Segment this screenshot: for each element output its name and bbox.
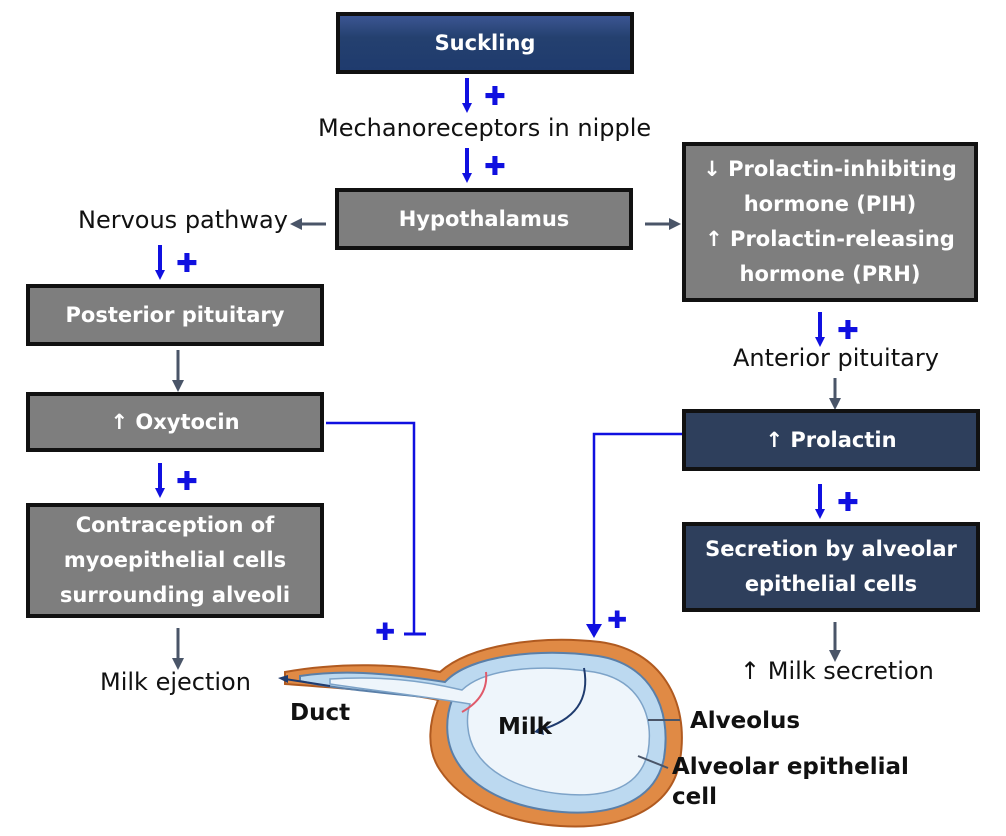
milk-secretion-label: ↑ Milk secretion — [740, 657, 934, 685]
secretion-line-2: epithelial cells — [744, 572, 918, 596]
posterior-pituitary-label: Posterior pituitary — [65, 302, 285, 327]
milk-ejection-label: Milk ejection — [100, 668, 251, 696]
stim-arrow-mechano: ✚ — [462, 148, 506, 183]
svg-text:✚: ✚ — [484, 152, 506, 182]
svg-text:✚: ✚ — [484, 82, 506, 112]
secretion-line-1: Secretion by alveolar — [705, 537, 957, 561]
alveolus-illustration — [278, 638, 683, 828]
pih-line-1: ↓ Prolactin-inhibiting — [703, 157, 957, 181]
anterior-pituitary-label: Anterior pituitary — [733, 344, 939, 372]
stim-arrow-prolactin: ✚ — [815, 484, 859, 519]
hypothalamus-box: Hypothalamus — [335, 188, 633, 250]
prh-line-2: hormone (PRH) — [739, 262, 921, 286]
svg-text:✚: ✚ — [837, 488, 859, 518]
oxytocin-feedback-line: ✚ — [326, 421, 426, 646]
suckling-box: Suckling — [336, 12, 634, 74]
svg-text:✚: ✚ — [607, 606, 627, 634]
contraction-line-1: Contraception of — [75, 513, 275, 537]
alveolar-epithelial-label-2: cell — [672, 784, 718, 810]
alveolus-label: Alveolus — [690, 708, 801, 734]
prh-line-1: ↑ Prolactin-releasing — [705, 227, 955, 251]
secretion-box: Secretion by alveolar epithelial cells — [682, 522, 980, 612]
stim-arrow-prh: ✚ — [815, 312, 859, 347]
mechanoreceptors-label: Mechanoreceptors in nipple — [318, 114, 652, 142]
nervous-pathway-label: Nervous pathway — [78, 206, 288, 234]
svg-text:✚: ✚ — [837, 316, 859, 346]
hypothalamus-label: Hypothalamus — [398, 206, 570, 231]
suckling-label: Suckling — [434, 30, 536, 55]
stim-arrow-suckling: ✚ — [462, 78, 506, 113]
svg-text:✚: ✚ — [176, 249, 198, 279]
prolactin-label: ↑ Prolactin — [765, 427, 897, 452]
oxytocin-label: ↑ Oxytocin — [110, 409, 240, 434]
duct-label: Duct — [290, 700, 351, 726]
prolactin-line: ✚ — [586, 432, 684, 638]
svg-text:✚: ✚ — [176, 467, 198, 497]
posterior-pituitary-box: Posterior pituitary — [26, 284, 324, 346]
contraction-line-2: myoepithelial cells — [63, 548, 287, 572]
pih-prh-box: ↓ Prolactin-inhibiting hormone (PIH) ↑ P… — [682, 142, 978, 302]
pih-line-2: hormone (PIH) — [743, 192, 917, 216]
contraction-line-3: surrounding alveoli — [59, 583, 291, 607]
alveolar-epithelial-label-1: Alveolar epithelial — [672, 754, 909, 780]
stim-arrow-nervous: ✚ — [155, 245, 198, 280]
oxytocin-box: ↑ Oxytocin — [26, 392, 324, 452]
stim-arrow-oxytocin: ✚ — [155, 463, 198, 498]
prolactin-box: ↑ Prolactin — [682, 409, 980, 471]
milk-label: Milk — [498, 714, 552, 740]
contraction-box: Contraception of myoepithelial cells sur… — [26, 503, 324, 618]
svg-text:✚: ✚ — [375, 618, 395, 646]
